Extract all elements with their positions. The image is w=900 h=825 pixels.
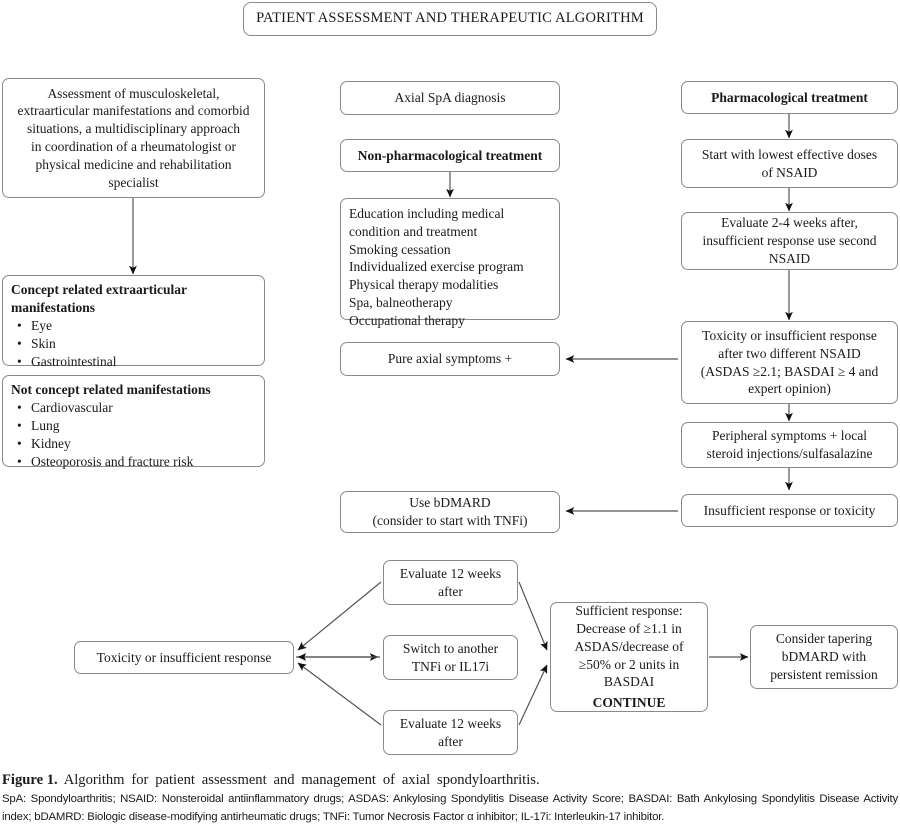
node-evaluate-bottom-line-1: Evaluate 12 weeks [399,715,502,731]
connector-evaluatetop-to-toxicity [297,581,382,651]
node-peripheral-symptoms[interactable]: Peripheral symptoms + local steroid inje… [681,422,898,468]
detail-line-4: Individualized exercise program [349,259,524,275]
figure-label: Figure 1. [2,772,58,788]
node-evaluate-bottom-line-2: after [438,733,463,749]
node-assessment-line-2: extraarticular manifestations and comorb… [17,103,250,119]
node-sufficient-response[interactable]: Sufficient response: Decrease of ≥1.1 in… [550,602,708,712]
node-not-concept-related-manifestations[interactable]: Not concept related manifestations Cardi… [2,375,265,471]
node-evaluate-top-line-1: Evaluate 12 weeks [399,565,502,581]
node-sufficient-line-5: BASDAI [603,674,655,690]
node-pharmacological-treatment-text: Pharmacological treatment [711,89,868,105]
node-sufficient-line-3: ASDAS/decrease of [574,638,684,654]
node-assessment[interactable]: Assessment of musculoskeletal, extraarti… [2,78,265,198]
connector-evaluatebottom-to-toxicity [297,662,382,726]
node-axial-spa-diagnosis-text: Axial SpA diagnosis [394,90,506,106]
node-evaluate-nsaid-line-1: Evaluate 2-4 weeks after, [721,215,858,231]
node-evaluate-12-weeks-bottom[interactable]: Evaluate 12 weeks after [383,710,518,755]
node-non-pharmacological-treatment[interactable]: Non-pharmacological treatment [340,139,560,172]
node-evaluate-nsaid-line-2: insufficient response use second [702,233,877,249]
node-pure-axial-symptoms[interactable]: Pure axial symptoms + [340,342,560,376]
list-item: Kidney [17,435,193,453]
list-item: Lung [17,417,193,435]
node-pharmacological-treatment[interactable]: Pharmacological treatment [681,81,898,114]
node-start-nsaid-line-1: Start with lowest effective doses [701,146,878,162]
node-assessment-line-4: in coordination of a rheumatologist or [30,139,237,154]
detail-line-5: Physical therapy modalities [349,277,499,293]
node-toxicity-two-nsaid-line-3: (ASDAS ≥2.1; BASDAI ≥ 4 and [700,363,879,379]
concept-related-list: Eye Skin Gastrointestinal [11,317,117,371]
connector-evaluatebottom-to-sufficient [518,664,548,726]
node-use-bdmard-line-2: (consider to start with TNFi) [372,513,528,528]
list-item: Osteoporosis and fracture risk [17,453,193,471]
node-start-nsaid-line-2: of NSAID [761,164,818,180]
node-sufficient-continue-label: CONTINUE [592,695,666,711]
node-sufficient-line-4: ≥50% or 2 units in [578,656,680,672]
node-assessment-line-5: physical medicine and rehabilitation [35,156,232,172]
figure-caption-abbreviations: SpA: Spondyloarthritis; NSAID: Nonsteroi… [2,793,898,824]
algorithm-title-text: PATIENT ASSESSMENT AND THERAPEUTIC ALGOR… [256,10,644,27]
node-consider-tapering-bdmard[interactable]: Consider tapering bDMARD with persistent… [750,625,898,689]
node-switch-line-1: Switch to another [402,640,499,656]
node-assessment-line-6: specialist [108,174,159,190]
node-toxicity-two-nsaid-line-2: after two different NSAID [718,345,861,361]
node-use-bdmard-line-1: Use bDMARD [409,495,491,511]
node-switch-to-another-tnfi[interactable]: Switch to another TNFi or IL17i [383,635,518,680]
node-toxicity-two-nsaid-line-1: Toxicity or insufficient response [702,327,877,343]
node-taper-line-2: bDMARD with [781,649,867,665]
node-toxicity-two-nsaid[interactable]: Toxicity or insufficient response after … [681,321,898,404]
node-taper-line-1: Consider tapering [775,631,873,647]
node-sufficient-line-2: Decrease of ≥1.1 in [576,620,682,636]
node-evaluate-12-weeks-top[interactable]: Evaluate 12 weeks after [383,560,518,605]
figure-caption: Figure 1. Algorithm for patient assessme… [2,772,898,825]
node-concept-related-manifestations[interactable]: Concept related extraarticular manifesta… [2,275,265,370]
node-assessment-line-1: Assessment of musculoskeletal, [47,85,220,101]
node-insufficient-response-text: Insufficient response or toxicity [703,502,876,518]
node-toxicity-or-insufficient-response[interactable]: Toxicity or insufficient response [74,641,294,674]
detail-line-2: condition and treatment [349,223,478,239]
node-use-bdmard[interactable]: Use bDMARD (consider to start with TNFi) [340,491,560,533]
node-assessment-line-3: situations, a multidisciplinary approach [27,121,240,137]
node-evaluate-2-4-weeks[interactable]: Evaluate 2-4 weeks after, insufficient r… [681,212,898,270]
list-item: Skin [17,335,116,353]
list-item: Eye [17,317,116,335]
node-pure-axial-symptoms-text: Pure axial symptoms + [387,351,513,367]
node-switch-line-2: TNFi or IL17i [411,658,490,674]
detail-line-3: Smoking cessation [349,241,451,257]
algorithm-title-banner: PATIENT ASSESSMENT AND THERAPEUTIC ALGOR… [243,2,657,36]
figure-caption-sentence: Algorithm for patient assessment and man… [57,772,540,788]
node-non-pharmacological-details[interactable]: Education including medical condition an… [340,198,560,328]
node-axial-spa-diagnosis[interactable]: Axial SpA diagnosis [340,81,560,115]
list-item: Cardiovascular [17,399,193,417]
node-not-concept-related-heading: Not concept related manifestations [11,382,211,397]
node-sufficient-line-1: Sufficient response: [575,603,683,619]
node-non-pharmacological-treatment-text: Non-pharmacological treatment [357,147,543,163]
list-item: Gastrointestinal [17,353,117,371]
node-evaluate-top-line-2: after [438,583,463,599]
figure-caption-main-line: Figure 1. Algorithm for patient assessme… [2,772,898,789]
node-insufficient-response-or-toxicity[interactable]: Insufficient response or toxicity [681,494,898,527]
node-evaluate-nsaid-line-3: NSAID [768,250,811,266]
detail-line-1: Education including medical [349,206,505,221]
node-toxicity-or-insufficient-text: Toxicity or insufficient response [96,649,272,665]
node-concept-related-heading: Concept related extraarticular manifesta… [11,282,187,315]
node-toxicity-two-nsaid-line-4: expert opinion) [748,381,831,397]
detail-line-7: Occupational therapy [349,312,465,328]
detail-line-6: Spa, balneotherapy [349,295,453,311]
node-peripheral-line-1: Peripheral symptoms + local [712,428,867,444]
node-peripheral-line-2: steroid injections/sulfasalazine [706,446,873,461]
node-start-lowest-nsaid[interactable]: Start with lowest effective doses of NSA… [681,139,898,188]
not-concept-related-list: Cardiovascular Lung Kidney Osteoporosis … [11,399,193,471]
node-taper-line-3: persistent remission [770,666,878,682]
connector-evaluatetop-to-sufficient [518,581,548,651]
